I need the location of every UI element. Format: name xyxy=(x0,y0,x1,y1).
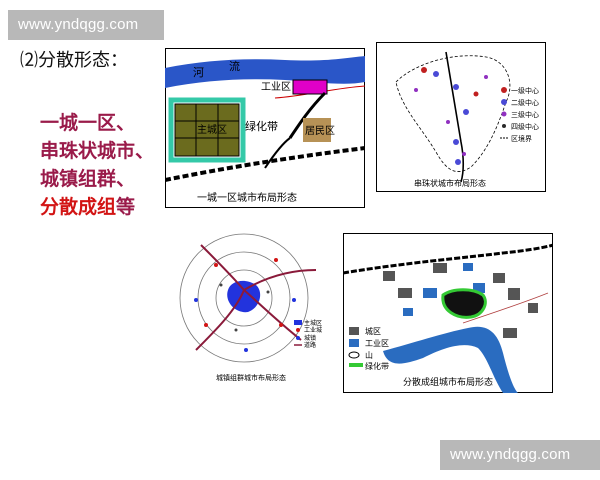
residential-block xyxy=(303,118,331,142)
boundary-line xyxy=(462,292,549,324)
legend-label-industrial-city: 工业城 xyxy=(304,326,322,334)
watermark-bottom: www.yndqgg.com xyxy=(440,440,600,470)
legend-label-3: 三级中心 xyxy=(511,110,539,119)
main-city-label: 主城区 xyxy=(197,124,227,136)
legend-label-2: 二级中心 xyxy=(511,98,539,107)
watermark-top: www.yndqgg.com xyxy=(8,10,164,40)
legend-label-town: 城镇 xyxy=(304,334,316,342)
legend-dot-2 xyxy=(501,99,507,105)
legend-label-mountain: 山 xyxy=(365,350,373,360)
residential-label: 居民区 xyxy=(305,125,335,137)
main-city-area xyxy=(227,280,261,313)
legend-label-industrial: 工业区 xyxy=(365,338,389,348)
legend-label-green-belt: 绿化带 xyxy=(365,361,389,371)
green-belt-label: 绿化带 xyxy=(245,119,278,133)
legend-dot-1 xyxy=(501,87,507,93)
diagram-one-city-one-district: 河 流 工业区 主城区 绿化带 居民区 一城一区城市布局形态 xyxy=(165,48,365,208)
legend-label-city: 城区 xyxy=(365,327,381,336)
diagram-dispersed-groups: 城区 工业区 山 绿化带 分散成组城市布局形态 xyxy=(343,233,553,393)
green-belt-area xyxy=(441,288,487,319)
legend-label-road: 道路 xyxy=(304,341,316,349)
green-belt-ring xyxy=(168,97,246,163)
main-road xyxy=(445,51,465,183)
form-item-one-city-one-district: 一城一区、 xyxy=(40,112,136,134)
road-line xyxy=(288,91,327,139)
form-item-dispersed-groups: 分散成组等 xyxy=(40,192,135,219)
industrial-zone xyxy=(292,79,328,95)
form-item-town-cluster: 城镇组群、 xyxy=(40,168,136,190)
river-label-2: 流 xyxy=(229,59,240,73)
legend-label-5: 区境界 xyxy=(511,134,532,143)
legend-label-4: 四级中心 xyxy=(511,122,539,131)
road-network xyxy=(195,244,317,351)
legend-dot-3 xyxy=(501,111,507,117)
diagram4-caption: 分散成组城市布局形态 xyxy=(403,376,493,388)
main-city-block xyxy=(175,104,239,156)
river-shape xyxy=(383,326,518,393)
form-item-dispersed-main: 分散成组 xyxy=(40,196,117,218)
railway-line xyxy=(343,243,553,275)
section-heading: ⑵分散形态： xyxy=(20,50,128,71)
diagram3-caption: 城镇组群城市布局形态 xyxy=(216,373,286,382)
diagram-town-cluster: 主城区 工业城 城镇 道路 城镇组群城市布局形态 xyxy=(179,233,322,382)
form-item-suffix: 等 xyxy=(116,196,136,218)
form-item-string-of-beads: 串珠状城市、 xyxy=(40,140,155,162)
industrial-label: 工业区 xyxy=(261,81,291,93)
legend-label-1: 一级中心 xyxy=(511,86,539,95)
diagram-string-of-beads: 一级中心 二级中心 三级中心 四级中心 区境界 串珠状城市布局形态 xyxy=(376,42,546,192)
railway-line xyxy=(165,146,365,182)
legend-dot-4 xyxy=(502,124,506,128)
diagram1-caption: 一城一区城市布局形态 xyxy=(197,191,297,204)
river-label: 河 xyxy=(193,66,204,79)
district-boundary xyxy=(395,55,511,172)
legend-label-main-city: 主城区 xyxy=(304,319,322,327)
diagram2-caption: 串珠状城市布局形态 xyxy=(414,178,486,188)
